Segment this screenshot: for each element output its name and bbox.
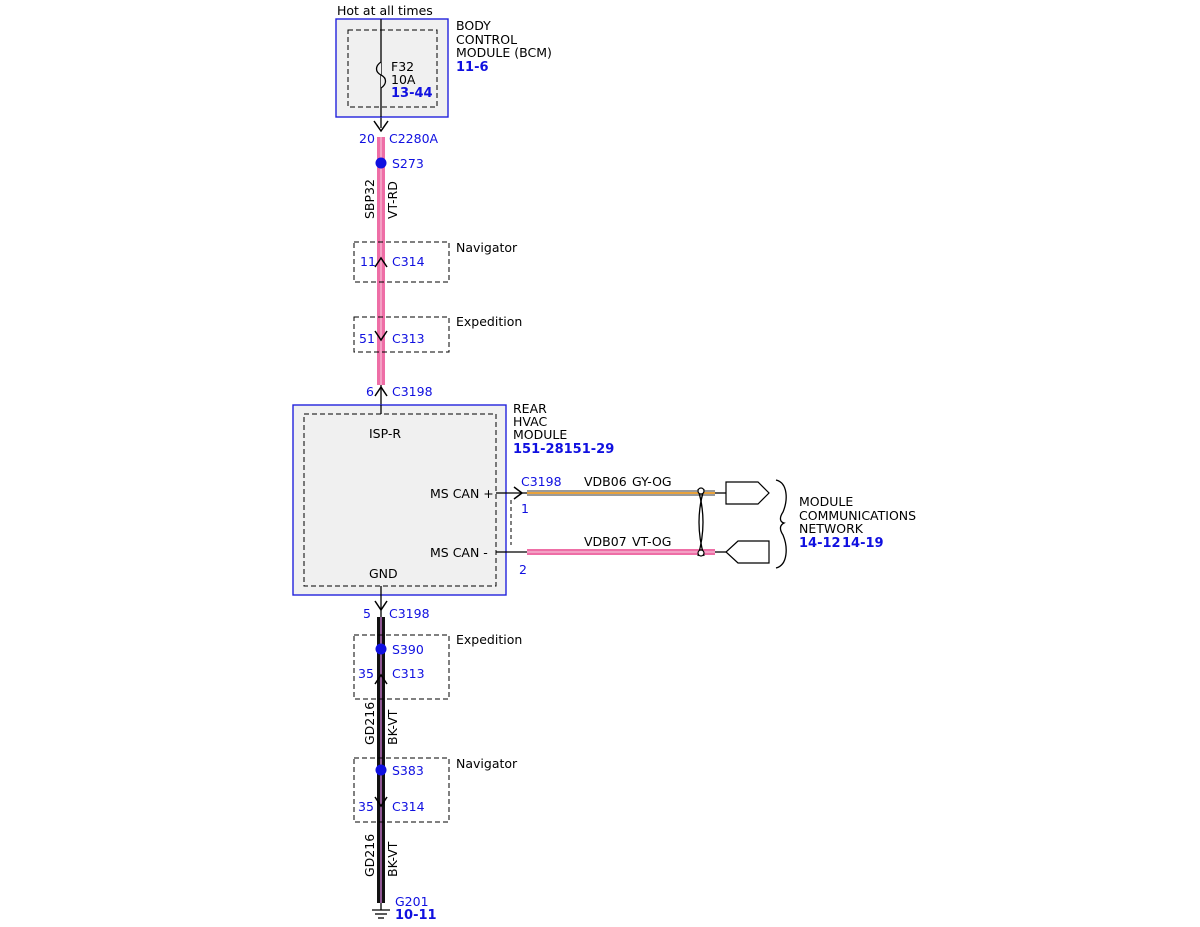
bcm-module[interactable] [335,18,449,118]
connector-arrow-icon [374,256,388,268]
module-power-pin: 6 [366,384,374,399]
connector-arrow-icon [374,385,388,397]
module-power-label: ISP-R [369,426,401,441]
wire-color-bk-vt-lower: BK-VT [385,841,400,877]
wire-vdb06[interactable] [527,490,715,496]
expedition-option-box [353,316,450,353]
can-minus-pin: 2 [519,562,527,577]
twisted-pair-icon [697,487,705,557]
fuse-reference-link[interactable]: 13-44 [391,86,433,101]
splice-s383-label[interactable]: S383 [392,763,424,778]
fuse-icon [375,61,387,89]
navigator-pin-lower: 35 [358,799,374,814]
can-plus-color: GY-OG [632,474,672,489]
navigator-label-lower: Navigator [456,756,518,771]
connector-arrow-icon [513,486,524,500]
expedition-label-upper: Expedition [456,314,522,329]
fuse-rating: 10A [391,72,416,87]
circuit-sbp32: SBP32 [362,179,377,219]
network-out-arrow-icon [725,481,770,505]
wire-vdb07[interactable] [527,549,715,555]
splice-s383-icon[interactable] [375,764,387,776]
network-reference-link-2[interactable]: 14-19 [842,536,884,551]
expedition-pin-upper: 51 [359,331,375,346]
connector-arrow-icon [374,673,388,685]
navigator-pin-upper: 11 [360,254,376,269]
can-minus-label: MS CAN - [430,545,488,560]
can-minus-circuit: VDB07 [584,534,627,549]
can-connector[interactable]: C3198 [521,474,562,489]
ground-reference-link[interactable]: 10-11 [395,908,437,923]
splice-s273-label[interactable]: S273 [392,156,424,171]
hvac-name-line1: REAR [513,401,547,416]
ground-id[interactable]: G201 [395,894,429,909]
expedition-pin-lower: 35 [358,666,374,681]
splice-s390-icon[interactable] [375,643,387,655]
expedition-connector-lower[interactable]: C313 [392,666,425,681]
bcm-reference-link[interactable]: 11-6 [456,60,489,75]
navigator-connector-upper[interactable]: C314 [392,254,425,269]
circuit-gd216-lower: GD216 [362,834,377,877]
circuit-gd216-upper: GD216 [362,702,377,745]
expedition-label-lower: Expedition [456,632,522,647]
bcm-connector[interactable]: C2280A [389,131,439,146]
module-ground-pin: 5 [363,606,371,621]
can-plus-label: MS CAN + [430,486,494,501]
supply-label: Hot at all times [337,3,433,18]
wire-color-vt-rd: VT-RD [385,181,400,219]
network-line2: COMMUNICATIONS [799,508,916,523]
hvac-name-line2: HVAC [513,414,547,429]
fuse-id: F32 [391,59,414,74]
network-brace-icon [775,479,787,569]
network-line1: MODULE [799,494,853,509]
can-plus-circuit: VDB06 [584,474,627,489]
splice-s390-label[interactable]: S390 [392,642,424,657]
network-in-arrow-icon [725,540,770,564]
wire-color-bk-vt-upper: BK-VT [385,709,400,745]
connector-arrow-icon [373,120,389,133]
navigator-connector-lower[interactable]: C314 [392,799,425,814]
wire-sbp32[interactable] [377,137,385,385]
can-minus-color: VT-OG [632,534,671,549]
connector-arrow-icon [374,330,388,342]
ground-icon[interactable] [372,903,390,919]
network-reference-link-1[interactable]: 14-12 [799,536,841,551]
bcm-name-line3: MODULE (BCM) [456,45,552,60]
bcm-name-line1: BODY [456,18,491,33]
hvac-reference-link[interactable]: 151-28151-29 [513,442,614,457]
expedition-connector-upper[interactable]: C313 [392,331,425,346]
rear-hvac-module[interactable] [292,404,507,596]
bcm-pin: 20 [359,131,375,146]
hvac-name-line3: MODULE [513,427,567,442]
navigator-label-upper: Navigator [456,240,518,255]
wire-gd216[interactable] [377,617,385,903]
module-ground-label: GND [369,566,398,581]
module-power-connector[interactable]: C3198 [392,384,433,399]
connector-arrow-icon [374,600,388,612]
network-line3: NETWORK [799,521,864,536]
module-ground-connector[interactable]: C3198 [389,606,430,621]
connector-arrow-icon [374,796,388,808]
splice-s273-icon[interactable] [375,157,387,169]
navigator-option-box [353,241,450,283]
can-plus-pin: 1 [521,501,529,516]
bcm-name-line2: CONTROL [456,32,517,47]
